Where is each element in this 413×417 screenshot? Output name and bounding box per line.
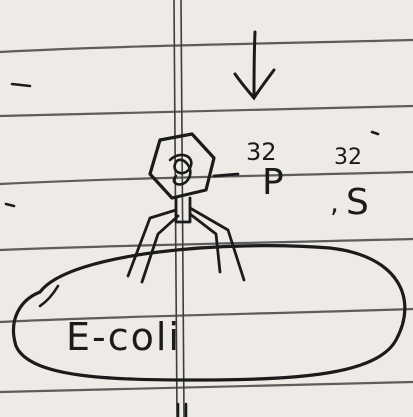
phosphorus-mass-label: 32 [246,138,277,166]
ecoli-outline [11,244,407,382]
bacteriophage [126,132,246,284]
sulfur-prefix-label: , [330,186,339,219]
ecoli-label: E-coli [66,315,181,359]
stray-marks [4,82,380,417]
phage-leg [188,212,222,274]
down-arrow-icon [233,30,276,101]
phage-head [148,132,216,200]
rule-line [0,380,413,394]
phage-leg [188,206,246,282]
phosphorus-symbol-label: P [262,162,284,203]
rule-line [0,104,413,118]
rule-line [0,307,413,324]
rule-line [0,38,413,54]
rule-line [0,237,413,252]
ecoli-outline-flick [38,284,60,308]
isotope-labels: 32 P 32 , S [246,138,369,223]
ruled-lines [0,38,413,394]
sulfur-symbol-label: S [346,182,369,223]
ecoli-cell: E-coli [11,244,407,382]
phage-leg [140,214,180,284]
rule-line [0,170,413,186]
phage-dna [168,153,193,186]
label-connector [212,172,240,178]
sulfur-mass-label: 32 [334,145,362,170]
